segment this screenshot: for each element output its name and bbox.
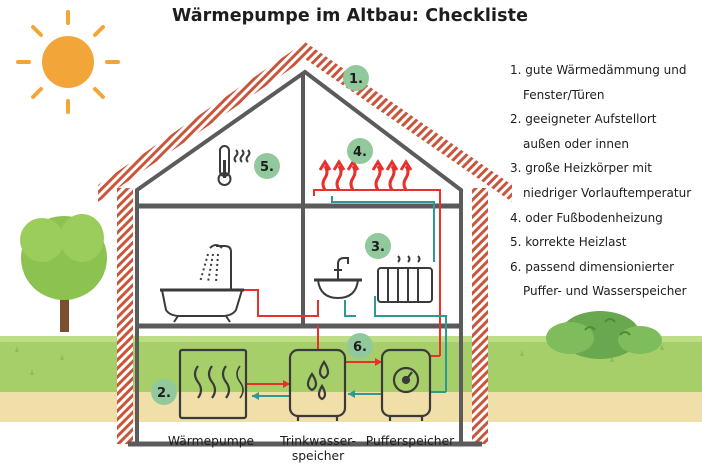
bathtub-icon (160, 244, 244, 323)
checklist-item: 6. passend dimensionierter Puffer- und W… (510, 259, 687, 299)
badge-2: 2. (151, 379, 177, 405)
bush-icon (546, 311, 662, 359)
buffer-storage-icon (380, 348, 432, 421)
checklist-item: 2. geeigneter Aufstellort außen oder inn… (510, 112, 657, 151)
svg-text:4.: 4. (353, 145, 367, 160)
badge-5: 5. (254, 153, 280, 179)
badge-4: 4. (347, 138, 373, 164)
badge-3: 3. (365, 233, 391, 259)
checklist-item: 5. korrekte Heizlast (510, 235, 627, 250)
svg-text:3.: 3. (371, 240, 385, 255)
checklist-item: 3. große Heizkörper mit niedriger Vorlau… (510, 161, 692, 200)
radiator-icon (377, 255, 433, 303)
tree-icon (20, 214, 107, 332)
pipe-arrows (252, 358, 382, 400)
checklist-item: 1. gute Wärmedämmung und Fenster/Türen (510, 63, 687, 102)
hot-water-storage-icon (288, 348, 347, 421)
sink-icon (314, 257, 362, 300)
heat-pump-label: Wärmepumpe (167, 434, 255, 448)
house-shell (98, 42, 512, 447)
checklist: 1. gute Wärmedämmung und Fenster/Türen 2… (510, 58, 702, 304)
buffer-storage-label: Pufferspeicher (365, 434, 455, 448)
heating-arrows-icon (318, 159, 413, 191)
badge-6: 6. (347, 333, 373, 359)
hot-water-storage-label: Trinkwasser- speicher (280, 434, 356, 463)
svg-text:1.: 1. (349, 72, 363, 87)
thermometer-icon (217, 145, 251, 186)
badge-1: 1. (343, 65, 369, 91)
svg-text:2.: 2. (157, 386, 171, 401)
heat-pump-icon (178, 348, 248, 420)
svg-text:5.: 5. (260, 160, 274, 175)
sun-icon (16, 10, 120, 114)
checklist-item: 4. oder Fußbodenheizung (510, 210, 663, 225)
page-title: Wärmepumpe im Altbau: Checkliste (171, 6, 529, 26)
svg-text:6.: 6. (353, 340, 367, 355)
